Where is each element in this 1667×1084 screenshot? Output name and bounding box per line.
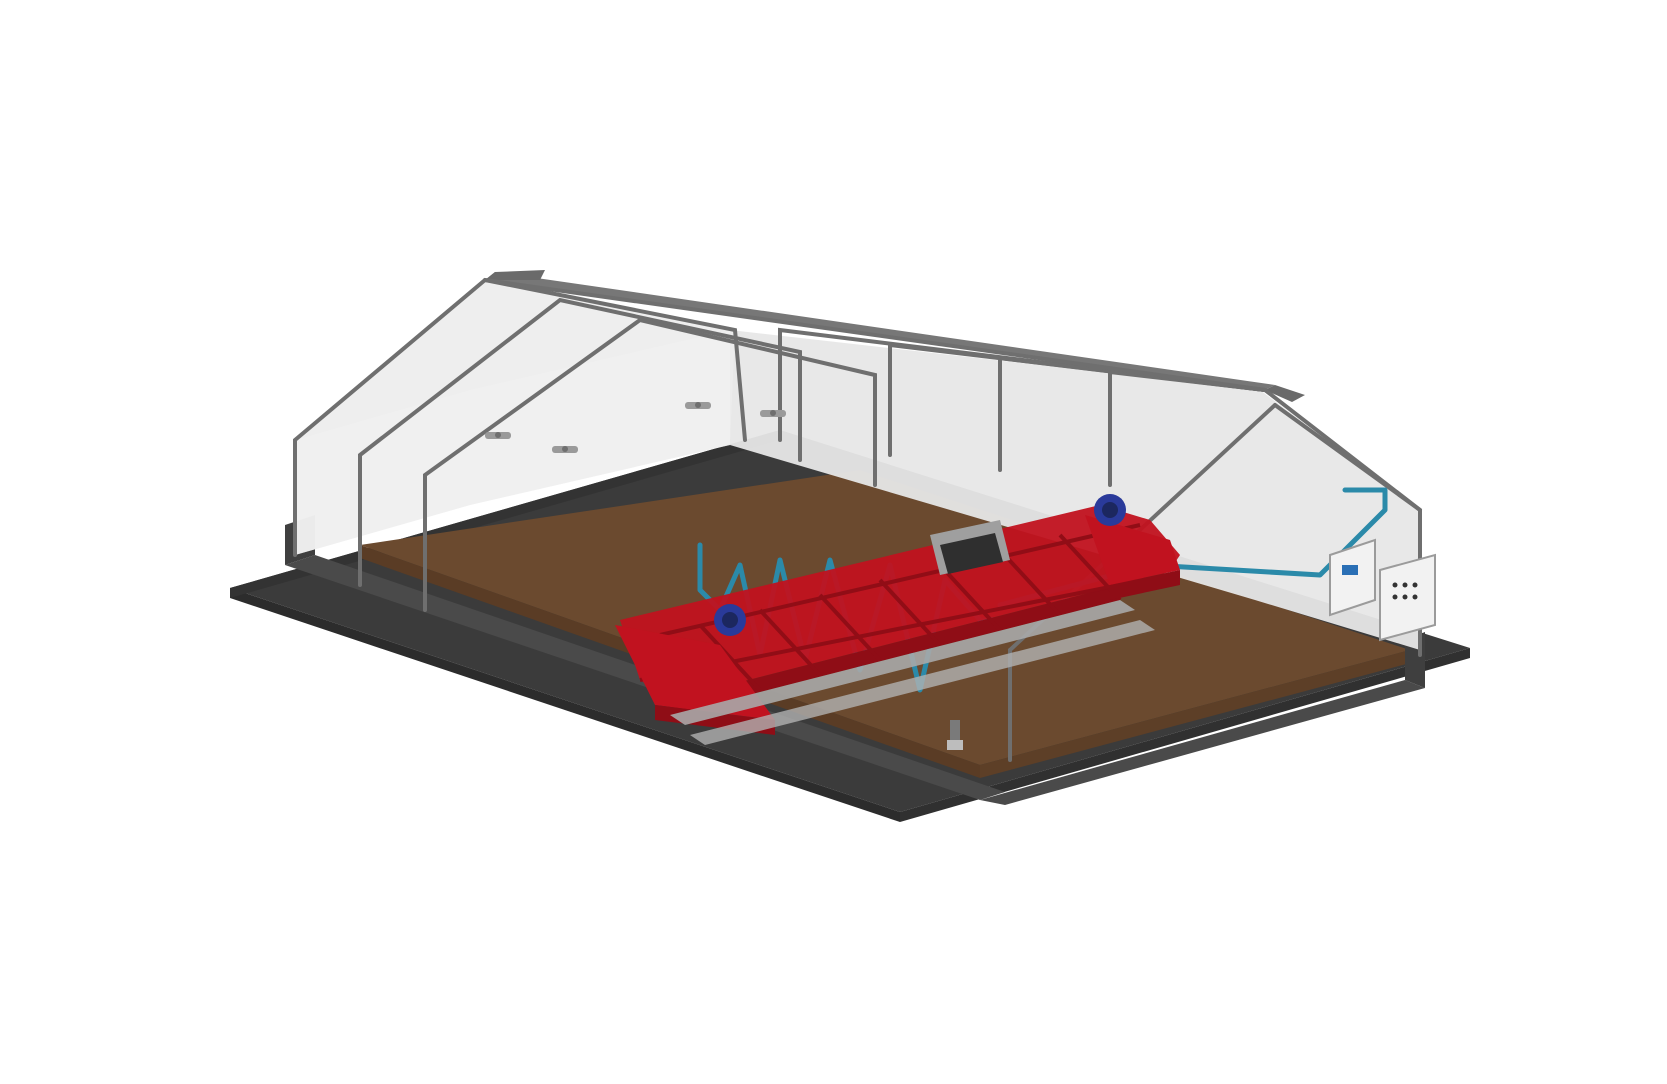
truss-machine <box>615 494 1180 745</box>
machine-rails <box>670 600 1155 745</box>
roof <box>485 270 1305 402</box>
control-cabinets <box>1329 538 1436 642</box>
ceiling-fan-icon <box>760 410 786 417</box>
machine-control-box <box>930 520 1010 575</box>
floor-sensor <box>947 720 963 750</box>
motor-icon <box>1094 494 1126 526</box>
control-cabinet-icon <box>1379 553 1436 642</box>
ceiling-fan-icon <box>685 402 711 409</box>
ceiling-fan-icon <box>485 432 511 439</box>
ceiling-fans <box>485 402 786 453</box>
control-cabinet-icon <box>1329 538 1376 617</box>
ceiling-fan-icon <box>552 446 578 453</box>
motor-icon <box>714 604 746 636</box>
